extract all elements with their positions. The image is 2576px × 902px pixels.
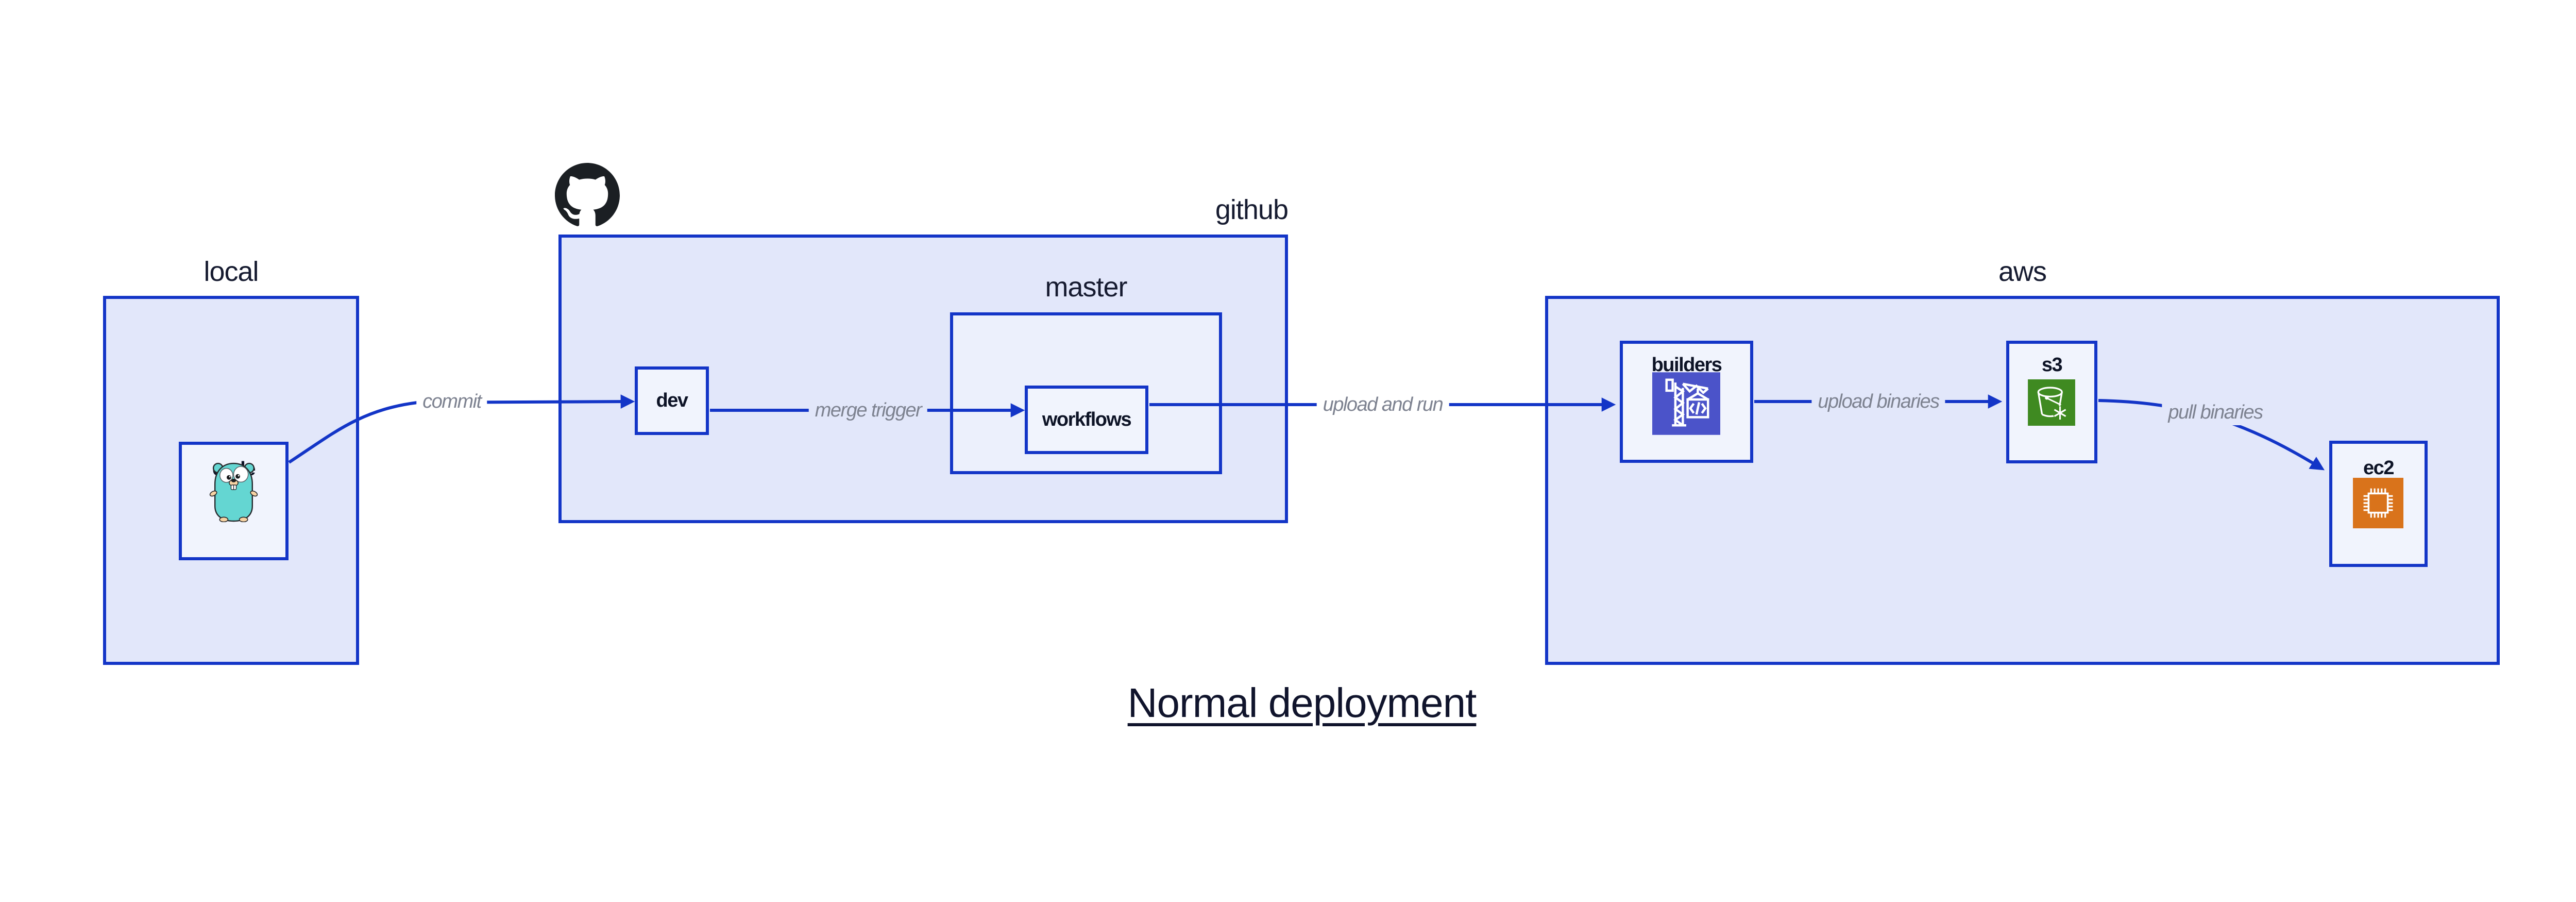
edge-label-upload-binaries: upload binaries <box>1811 389 1945 414</box>
edge-label-pull-binaries: pull binaries <box>2162 399 2269 425</box>
container-label-github: github <box>1215 194 1289 225</box>
edge-label-upload-and-run: upload and run <box>1316 392 1449 417</box>
container-label-local: local <box>204 256 259 287</box>
container-label-aws: aws <box>1998 256 2047 287</box>
node-builders-label: builders <box>1651 354 1722 376</box>
aws-ec2-chip-icon <box>2353 478 2403 528</box>
aws-s3-bucket-icon <box>2028 379 2075 426</box>
node-dev-label: dev <box>656 390 688 411</box>
node-s3-label: s3 <box>2041 354 2063 376</box>
container-label-master: master <box>1045 272 1127 303</box>
diagram-title: Normal deployment <box>1127 680 1477 726</box>
github-octocat-logo-icon <box>555 163 620 226</box>
go-gopher-icon <box>209 462 258 522</box>
aws-codebuild-crane-icon <box>1652 372 1720 435</box>
edge-label-commit: commit <box>416 389 487 414</box>
node-dev: dev <box>635 366 709 435</box>
edge-label-merge-trigger: merge trigger <box>808 397 928 423</box>
node-ec2-label: ec2 <box>2363 457 2394 479</box>
node-workflows-label: workflows <box>1042 409 1132 430</box>
node-workflows: workflows <box>1025 386 1148 454</box>
